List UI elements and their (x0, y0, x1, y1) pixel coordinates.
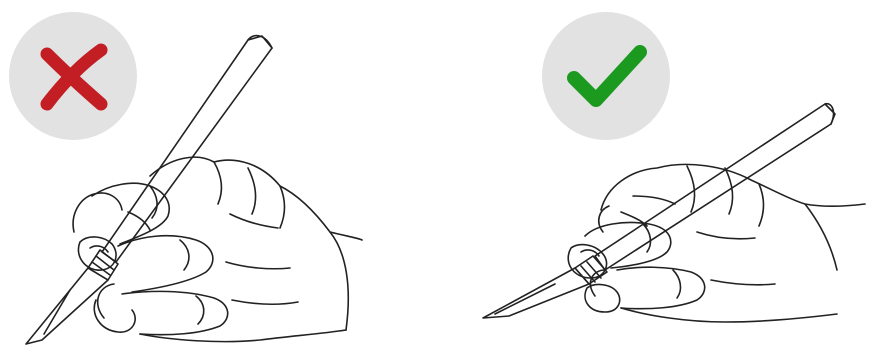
craft-knife (483, 104, 835, 318)
incorrect-grip-panel (0, 0, 435, 354)
craft-knife (26, 36, 272, 344)
hand-holding-craft-knife-low (435, 0, 870, 354)
correct-grip-panel (435, 0, 870, 354)
hand-holding-craft-knife-steep (0, 0, 435, 354)
